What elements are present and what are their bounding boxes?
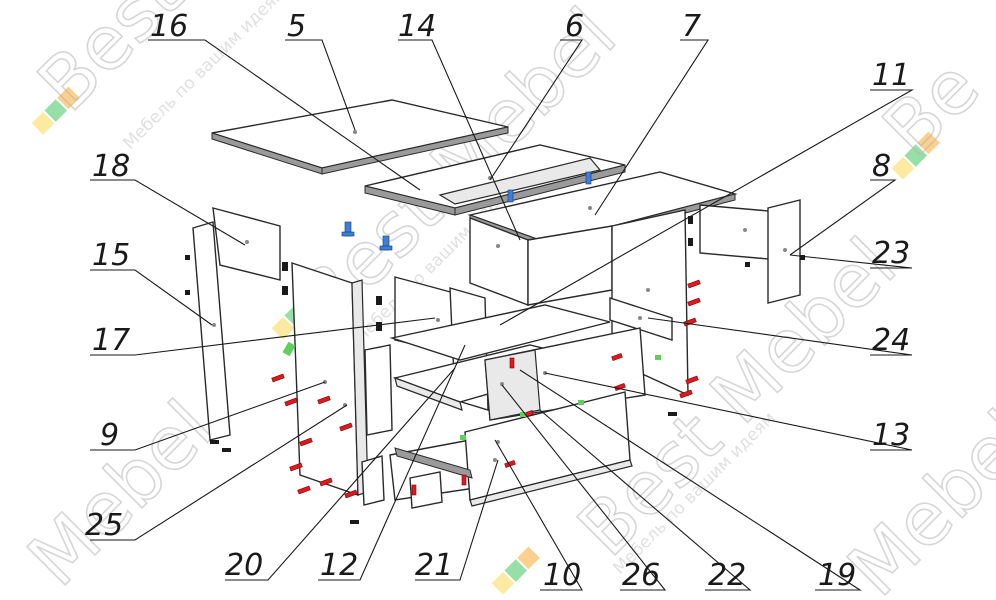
- dowel-hardware: [271, 279, 701, 499]
- part-upper-frame: [364, 144, 626, 216]
- fitting-hardware: [185, 255, 805, 524]
- part-number-18: 18: [92, 149, 130, 184]
- part-number-14: 14: [398, 9, 436, 44]
- part-number-26: 26: [622, 558, 660, 593]
- watermark-logo-icon: [491, 546, 540, 595]
- connector-hardware: [341, 171, 592, 251]
- part-number-6: 6: [565, 9, 584, 44]
- leader-lines: [90, 39, 915, 591]
- part-bottom-panel: [361, 455, 443, 509]
- part-left-side-panel: [291, 262, 369, 496]
- watermark: Best Mebel Мебель по вашим идеям Best Me…: [11, 0, 996, 600]
- part-number-labels: 16 5 14 6 7 11 18 8 15 23 17 24 9 13 25 …: [85, 9, 910, 593]
- part-number-22: 22: [708, 558, 746, 593]
- part-number-10: 10: [543, 558, 581, 593]
- part-number-13: 13: [872, 418, 910, 453]
- part-number-23: 23: [872, 236, 910, 271]
- watermark-brand: Mebel: [832, 395, 996, 600]
- part-number-7: 7: [682, 9, 701, 44]
- clip-hardware: [282, 341, 661, 440]
- part-left-back-panel: [212, 207, 281, 281]
- part-right-end-panel: [767, 199, 801, 304]
- part-number-15: 15: [92, 238, 130, 273]
- part-number-21: 21: [415, 548, 453, 583]
- part-number-8: 8: [872, 149, 891, 184]
- part-drawer-lower: [389, 391, 633, 507]
- part-number-5: 5: [287, 9, 306, 44]
- part-number-11: 11: [872, 58, 910, 93]
- part-left-end-panel: [192, 221, 231, 441]
- part-number-25: 25: [85, 508, 123, 543]
- watermark-brand: Mebel: [12, 385, 230, 600]
- part-number-16: 16: [150, 9, 188, 44]
- part-number-19: 19: [818, 558, 856, 593]
- part-number-9: 9: [100, 418, 119, 453]
- part-number-12: 12: [320, 548, 358, 583]
- part-number-20: 20: [225, 548, 263, 583]
- part-number-24: 24: [872, 323, 910, 358]
- part-number-17: 17: [92, 323, 130, 358]
- part-top-panel: [211, 99, 509, 175]
